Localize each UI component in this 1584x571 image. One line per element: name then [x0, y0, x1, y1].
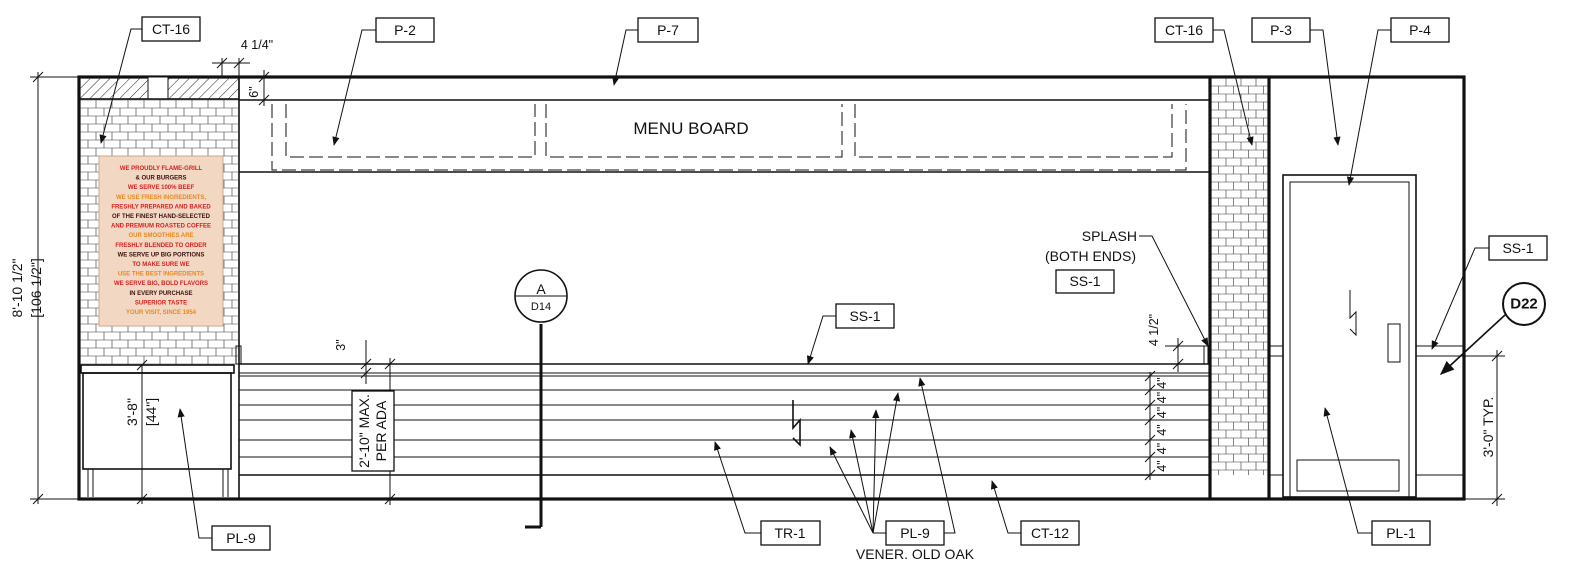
slat-spacing-label: 4" — [1155, 460, 1169, 471]
tag-ss1-splash: SS-1 — [1055, 269, 1115, 294]
dimension-overall-height-ft: 8'-10 1/2" — [9, 258, 25, 317]
poster-line: WE PROUDLY FLAME-GRILL — [120, 166, 203, 172]
dimension-typical-height-label: 3'-0" TYP. — [1480, 397, 1496, 458]
veneer-note: VENER. OLD OAK — [856, 546, 975, 562]
right-brick-pilaster — [1208, 77, 1271, 499]
dimension-top-band: 6" — [247, 70, 270, 106]
counter — [239, 345, 1210, 476]
tag-p3-label: P-3 — [1270, 22, 1292, 38]
left-cabinet — [80, 345, 242, 497]
ada-note-line1: 2'-10" MAX. — [356, 394, 372, 468]
dimension-cabinet-height-in: [44"] — [143, 398, 159, 426]
break-mark — [792, 400, 801, 447]
dimension-counter-edge: 3" — [334, 339, 390, 384]
slat-spacing-label: 4" — [1155, 392, 1169, 403]
tag-ct16-right-label: CT-16 — [1165, 22, 1203, 38]
poster-line: FRESHLY BLENDED TO ORDER — [115, 243, 207, 249]
tag-ct16-left-label: CT-16 — [152, 21, 190, 37]
menu-board-label: MENU BOARD — [633, 119, 748, 138]
dimension-pilaster-width: 4 1/4" — [212, 38, 273, 77]
dimension-counter-edge-label: 3" — [334, 339, 348, 350]
tag-pl9-left-label: PL-9 — [226, 530, 256, 546]
dimension-splash-height-label: 4 1/2" — [1147, 314, 1161, 346]
poster-line: OUR SMOOTHIES ARE — [128, 233, 193, 239]
poster-text: WE PROUDLY FLAME-GRILL & OUR BURGERS WE SE… — [111, 166, 211, 316]
tag-ss1-splash-label: SS-1 — [1069, 273, 1100, 289]
poster-line: TO MAKE SURE WE — [132, 262, 189, 268]
splash-note: SPLASH (BOTH ENDS) — [1045, 228, 1209, 347]
tag-ss1-center-label: SS-1 — [849, 308, 880, 324]
brick-pattern-right — [1211, 77, 1268, 475]
tag-p3: P-3 — [1251, 17, 1341, 146]
dimension-pilaster-width-label: 4 1/4" — [241, 38, 273, 52]
tag-tr1-label: TR-1 — [774, 525, 805, 541]
detail-marker: D22 — [1439, 282, 1546, 375]
tag-pl9-center: PL-9 VENER. OLD OAK — [829, 377, 975, 562]
dimension-top-band-label: 6" — [247, 86, 261, 97]
counter-slats — [239, 389, 1210, 458]
dimension-cabinet-height-ft: 3'-8" — [124, 398, 140, 426]
tag-p2: P-2 — [332, 17, 435, 146]
poster-line: AND PREMIUM ROASTED COFFEE — [111, 224, 211, 230]
tag-ss1-right: SS-1 — [1431, 235, 1548, 350]
poster-line: WE SERVE BIG, BOLD FLAVORS — [114, 281, 208, 287]
slat-spacing-label: 4" — [1155, 424, 1169, 435]
dimension-ada-height: 2'-10" MAX. PER ADA — [351, 358, 396, 505]
door — [1269, 174, 1464, 498]
menu-board-area: MENU BOARD — [239, 99, 1210, 173]
poster-line: YOUR VISIT, SINCE 1954 — [126, 310, 197, 316]
tag-p4-label: P-4 — [1409, 22, 1431, 38]
dimension-cabinet-height: 3'-8" [44"] — [124, 359, 159, 505]
section-marker-sheet: D14 — [531, 301, 551, 313]
tag-pl1: PL-1 — [1323, 407, 1431, 546]
poster-line: USE THE BEST INGREDIENTS — [118, 272, 204, 278]
splash-note-line2: (BOTH ENDS) — [1045, 248, 1136, 264]
splash-note-line1: SPLASH — [1082, 228, 1137, 244]
tag-p2-label: P-2 — [394, 22, 416, 38]
tag-pl9-center-label: PL-9 — [900, 525, 930, 541]
poster-line: FRESHLY PREPARED AND BAKED — [111, 204, 211, 210]
tag-p4: P-4 — [1346, 17, 1450, 186]
slat-spacing-label: 4" — [1155, 377, 1169, 388]
tag-ct12: CT-12 — [990, 480, 1080, 546]
tag-ss1-center: SS-1 — [806, 303, 895, 365]
tag-p7: P-7 — [612, 17, 699, 86]
dimension-typical-height: 3'-0" TYP. — [1464, 350, 1505, 506]
tag-ct12-label: CT-12 — [1031, 525, 1069, 541]
tag-ct16-right: CT-16 — [1154, 17, 1254, 146]
wall-outline — [77, 75, 1466, 501]
detail-marker-label: D22 — [1510, 296, 1538, 313]
tag-pl1-label: PL-1 — [1386, 525, 1416, 541]
poster-line: SUPERIOR TASTE — [135, 300, 187, 306]
poster: WE PROUDLY FLAME-GRILL & OUR BURGERS WE SE… — [98, 155, 224, 327]
poster-line: & OUR BURGERS — [135, 176, 186, 182]
ada-note-line2: PER ADA — [373, 400, 389, 461]
section-marker-letter: A — [536, 281, 546, 297]
dimension-splash-height: 4 1/2" — [1147, 314, 1205, 372]
poster-line: IN EVERY PURCHASE — [129, 291, 192, 297]
slat-spacing-label: 4" — [1155, 407, 1169, 418]
tag-ss1-right-label: SS-1 — [1502, 240, 1533, 256]
poster-line: WE SERVE UP BIG PORTIONS — [118, 252, 205, 258]
slat-spacing-label: 4" — [1155, 443, 1169, 454]
poster-line: OF THE FINEST HAND-SELECTED — [112, 214, 211, 220]
tag-pl9-left: PL-9 — [177, 408, 271, 551]
dimension-slat-spacing: 4" 4" 4" 4" 4" 4" — [1144, 370, 1169, 481]
tag-ct16-left: CT-16 — [99, 16, 201, 144]
dimension-overall-height: 8'-10 1/2" [106 1/2"] — [9, 71, 79, 505]
tag-p7-label: P-7 — [657, 22, 679, 38]
dimension-overall-height-in: [106 1/2"] — [28, 258, 44, 317]
section-marker: A D14 — [514, 269, 568, 529]
poster-line: WE USE FRESH INGREDIENTS, — [116, 195, 206, 201]
poster-line: WE SERVE 100% BEEF — [128, 185, 195, 191]
tag-tr1: TR-1 — [714, 441, 821, 546]
